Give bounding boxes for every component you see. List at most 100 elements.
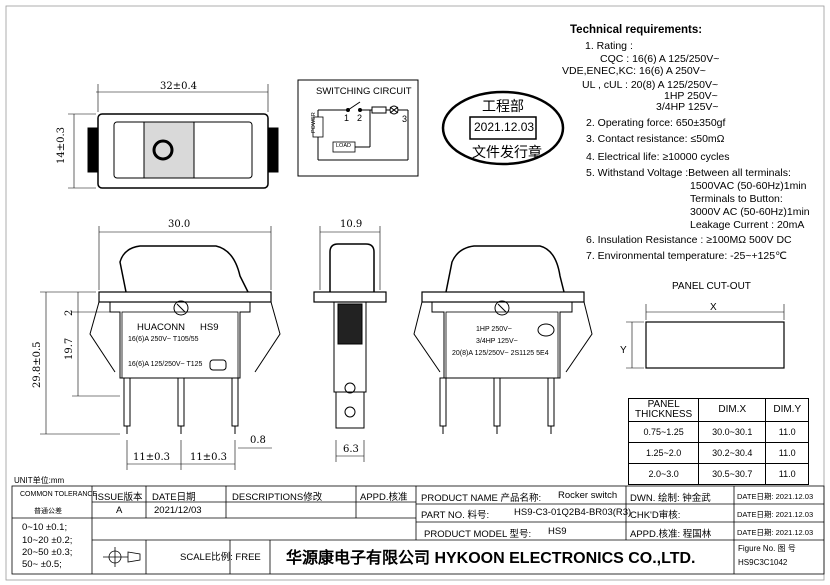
tech-rating-vde: VDE,ENEC,KC: 16(6) A 250V~ — [562, 65, 706, 77]
tolerance-row-2: 10~20 ±0.2; — [22, 535, 73, 546]
product-name-label: PRODUCT NAME 产品名称: — [421, 493, 542, 504]
front-label-line1: 16(6)A 250V~ T105/55 — [128, 336, 199, 343]
panel-row-y: 11.0 — [765, 463, 810, 485]
tech-operating-force: 2. Operating force: 650±350gf — [586, 117, 726, 129]
tech-withstand-c: 3000V AC (50-60Hz)1min — [690, 206, 810, 218]
dim-pitch-left: 11±0.3 — [133, 452, 171, 463]
date-approved: DATE日期: 2021.12.03 — [737, 528, 814, 537]
stamp-bottom: 文件发行章 — [472, 145, 542, 161]
product-model-value: HS9 — [548, 526, 567, 537]
panel-row-x: 30.5~30.7 — [698, 463, 767, 485]
dim-pin-thickness: 0.8 — [250, 435, 266, 446]
tech-rating-ul: UL , cUL : 20(8) A 125/250V~ — [582, 79, 719, 91]
common-tolerance-cn: 普通公差 — [34, 508, 62, 515]
dim-terminal-width: 6.3 — [343, 444, 359, 455]
dim-body-height: 19.7 — [64, 337, 75, 360]
panel-row-x: 30.2~30.4 — [698, 442, 767, 464]
title-block — [11, 485, 825, 575]
date-checked: DATE日期: 2021.12.03 — [737, 510, 814, 519]
dim-top-width: 32±0.4 — [160, 81, 198, 92]
circuit-title: SWITCHING CIRCUIT — [316, 86, 412, 97]
circuit-load: LOAD — [336, 143, 351, 149]
date-drawn: DATE日期: 2021.12.03 — [737, 492, 814, 501]
panel-head-x: DIM.X — [698, 398, 767, 422]
stamp-date: 2021.12.03 — [474, 120, 535, 134]
panel-x-label: X — [710, 302, 717, 313]
sheet-frame — [5, 5, 825, 581]
tolerance-row-3: 20~50 ±0.3; — [22, 547, 73, 558]
back-label-line1: 1HP 250V~ — [476, 326, 512, 333]
tech-insulation: 6. Insulation Resistance : ≥100MΩ 500V D… — [586, 234, 792, 246]
tech-heading: Technical requirements: — [570, 24, 703, 36]
front-view — [40, 226, 281, 470]
side-view — [313, 226, 387, 462]
date-value: 2021/12/03 — [154, 505, 202, 516]
issue-header: ISSUE版本 — [95, 492, 143, 503]
panel-table: PANEL THICKNESS DIM.X DIM.Y 0.75~1.25 30… — [627, 398, 810, 485]
panel-row-y: 11.0 — [765, 421, 810, 443]
date-header: DATE日期 — [152, 492, 196, 503]
panel-row-y: 11.0 — [765, 442, 810, 464]
tech-rating-1hp: 1HP 250V~ — [664, 90, 718, 102]
panel-y-label: Y — [620, 345, 627, 356]
back-view — [413, 245, 593, 434]
circuit-power: POWER — [311, 112, 317, 133]
panel-row-thickness: 2.0~3.0 — [627, 463, 700, 485]
switching-circuit — [297, 79, 419, 177]
back-label-line3: 20(8)A 125/250V~ 2S1125 5E4 — [452, 350, 549, 357]
tech-rating-cqc: CQC : 16(6) A 125/250V~ — [600, 53, 720, 65]
appd-header: APPD.核准 — [360, 492, 408, 503]
dim-flange: 2 — [64, 309, 75, 316]
company-name: 华源康电子有限公司 HYKOON ELECTRONICS CO.,LTD. — [286, 550, 696, 567]
checked-by: CHK'D审核: — [630, 510, 681, 521]
panel-row-x: 30.0~30.1 — [698, 421, 767, 443]
part-no-label: PART NO. 料号: — [421, 510, 490, 521]
circuit-node-3: 3 — [402, 114, 408, 124]
panel-cutout — [626, 304, 785, 369]
front-label-model: HS9 — [200, 322, 219, 333]
panel-head-y: DIM.Y — [765, 398, 810, 422]
tolerance-row-4: 50~ ±0.5; — [22, 559, 62, 570]
panel-head-thickness: PANEL THICKNESS — [627, 398, 700, 422]
tech-withstand-d: Leakage Current : 20mA — [690, 219, 805, 231]
tech-contact-resistance: 3. Contact resistance: ≤50mΩ — [586, 133, 725, 145]
approval-stamp — [441, 90, 565, 166]
tech-rating-34hp: 3/4HP 125V~ — [656, 101, 719, 113]
top-view — [68, 84, 279, 189]
front-label-brand: HUACONN — [137, 322, 186, 333]
drawn-by: DWN. 绘制: 钟金武 — [630, 493, 711, 504]
circuit-node-2: 2 — [357, 113, 363, 123]
tech-withstand-a: 1500VAC (50-60Hz)1min — [690, 180, 807, 192]
circuit-node-1: 1 — [344, 113, 350, 123]
front-label-line2: 16(6)A 125/250V~ T125 — [128, 361, 203, 368]
approved-by: APPD.核准: 程国林 — [630, 529, 712, 540]
tech-electrical-life: 4. Electrical life: ≥10000 cycles — [586, 151, 730, 163]
panel-row-thickness: 1.25~2.0 — [627, 442, 700, 464]
back-label-line2: 3/4HP 125V~ — [476, 338, 518, 345]
product-model-label: PRODUCT MODEL 型号: — [424, 529, 532, 540]
dim-pitch-right: 11±0.3 — [190, 452, 228, 463]
dim-front-width: 30.0 — [168, 219, 191, 230]
tech-withstand-b: Terminals to Button: — [690, 193, 783, 205]
tolerance-row-1: 0~10 ±0.1; — [22, 522, 68, 533]
tech-withstand-voltage: 5. Withstand Voltage :Between all termin… — [586, 167, 791, 179]
unit-label: UNIT单位:mm — [14, 476, 65, 485]
product-name-value: Rocker switch — [558, 490, 618, 501]
dim-side-width: 10.9 — [340, 219, 363, 230]
descriptions-header: DESCRIPTIONS修改 — [232, 492, 323, 503]
scale-label: SCALE比例: FREE — [180, 552, 261, 563]
figure-no-value: HS9C3C1042 — [738, 558, 788, 567]
figure-no-label: Figure No. 图 号 — [738, 544, 796, 553]
part-no-value: HS9-C3-01Q2B4-BR03(R3) — [514, 507, 632, 518]
dim-top-height: 14±0.3 — [56, 126, 67, 164]
common-tolerance: COMMON TOLERANCE — [20, 491, 98, 498]
dim-overall-height: 29.8±0.5 — [32, 341, 43, 388]
panel-title: PANEL CUT-OUT — [672, 281, 751, 292]
issue-value: A — [116, 505, 123, 516]
tech-rating: 1. Rating : — [585, 40, 633, 52]
tech-environment: 7. Environmental temperature: -25~+125℃ — [586, 250, 787, 262]
panel-row-thickness: 0.75~1.25 — [627, 421, 700, 443]
stamp-top: 工程部 — [482, 99, 524, 115]
